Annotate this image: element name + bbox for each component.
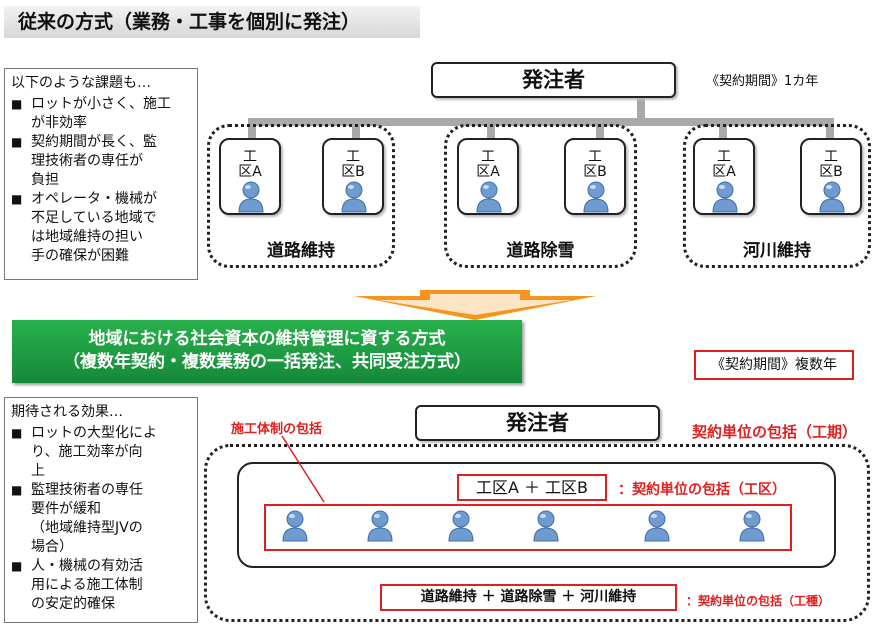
person-icon — [341, 181, 367, 213]
section-title: 従来の方式（業務・工事を個別に発注） — [4, 6, 420, 38]
issue-item: ■オペレータ・機械が 不足している地域で は地域維持の担い 手の確保が困難 — [11, 191, 157, 264]
group-river-maintenance — [683, 124, 871, 268]
group-label: 道路維持 — [267, 241, 335, 261]
person-icon — [644, 510, 670, 542]
bundled-contract-boundary — [204, 444, 870, 622]
group-label: 道路除雪 — [506, 241, 575, 261]
works-bundle-box: 道路維持 ＋ 道路除雪 ＋ 河川維持 — [380, 584, 677, 611]
structure-scope-label: 施工体制の包括 — [231, 422, 323, 437]
org-connector-lines — [248, 96, 834, 138]
person-icon — [367, 510, 393, 542]
group-label: 河川維持 — [743, 241, 811, 261]
group-road-snow-removal — [444, 124, 637, 268]
issue-item: ■ロットが小さく、施工 が非効率 — [11, 96, 171, 131]
person-icon — [712, 181, 738, 213]
client-box-top: 発注者 — [431, 62, 676, 98]
effects-intro: 期待される効果… — [11, 404, 123, 420]
contract-period-bottom: 《契約期間》複数年 — [694, 350, 854, 380]
group-road-maintenance — [207, 124, 395, 268]
bullet-icon: ■ — [11, 192, 23, 206]
person-icon — [448, 510, 474, 542]
bullet-icon: ■ — [11, 559, 23, 573]
issues-intro: 以下のような課題も… — [11, 75, 151, 91]
bullet-icon: ■ — [11, 426, 23, 440]
issues-panel: 以下のような課題も… ■ロットが小さく、施工 が非効率 ■契約期間が長く、監 理… — [4, 68, 198, 280]
person-icon — [819, 181, 845, 213]
person-icon — [739, 510, 765, 542]
sections-bundle-box: 工区A ＋ 工区B — [457, 474, 607, 501]
effect-item: ■ロットの大型化によ り、施工効率が向 上 — [11, 425, 157, 479]
person-icon — [476, 181, 502, 213]
issue-item: ■契約期間が長く、監 理技術者の専任が 負担 — [11, 134, 157, 188]
person-icon — [238, 181, 264, 213]
effect-item: ■監理技術者の専任 要件が緩和 （地域維持型JVの 場合） — [11, 482, 143, 555]
person-icon — [533, 510, 559, 542]
down-arrow-icon — [354, 290, 596, 320]
new-method-banner: 地域における社会資本の維持管理に資する方式 （複数年契約・複数業務の一括発注、共… — [12, 320, 522, 383]
person-icon — [583, 181, 609, 213]
person-icon — [282, 510, 308, 542]
work-scope-label: ：契約単位の包括（工種） — [686, 594, 831, 608]
bullet-icon: ■ — [11, 135, 23, 149]
bullet-icon: ■ — [11, 483, 23, 497]
effect-item: ■人・機械の有効活 用による施工体制 の安定的確保 — [11, 558, 143, 612]
workers-bundle-box — [264, 504, 792, 551]
work-section-a: 工 区A — [219, 138, 281, 215]
period-scope-label: 契約単位の包括（工期） — [692, 423, 858, 441]
effects-panel: 期待される効果… ■ロットの大型化によ り、施工効率が向 上 ■監理技術者の専任… — [4, 397, 198, 623]
client-box-bottom: 発注者 — [415, 405, 660, 441]
section-scope-label: ：契約単位の包括（工区） — [618, 482, 786, 498]
contract-period-top: 《契約期間》1カ年 — [706, 74, 819, 89]
bullet-icon: ■ — [11, 97, 23, 111]
